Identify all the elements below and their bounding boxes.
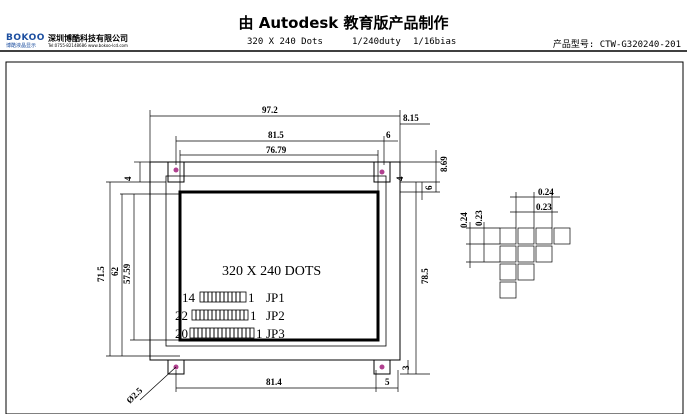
bezel-outline [165,175,387,347]
dim-right-gap: 6 [386,130,391,140]
connector-name: JP3 [266,326,285,341]
dim-right-small: 6 [424,185,434,190]
dimension-lines [106,110,440,401]
dim-left-tab: 4 [123,176,133,181]
connector-jp3: 20 1 JP3 [175,326,285,341]
pixel-v-pitch: 0.24 [459,212,469,228]
connector-name: JP2 [266,308,285,323]
dim-mount-offset: 8.15 [403,113,419,123]
dim-hole: Ø2.5 [124,385,144,405]
mount-tab-tr [373,161,391,183]
brand-logo-subtitle: 博酷液晶显示 [6,43,37,49]
module-outline [149,161,401,375]
dim-height-mid: 62 [110,267,120,277]
connector-jp2: 22 1 JP2 [175,308,285,323]
spec-duty: 1/240duty [352,37,401,47]
dim-bottom-width: 81.4 [266,377,282,387]
dim-width-mid: 81.5 [268,130,284,140]
dim-right-tab: 4 [395,176,405,181]
mount-tab-br [373,359,391,375]
spec-dots: 320 X 240 Dots [247,37,323,47]
mount-hole-icon [379,169,385,175]
drawing-title: 由 Autodesk 教育版产品制作 [238,14,449,32]
pixel-detail [466,192,571,299]
connector-pin-start: 22 [175,308,188,323]
mount-hole-icon [173,167,179,173]
pixel-v-size: 0.23 [474,210,484,226]
dim-bottom-small: 3 [401,365,411,370]
connector-pin-end: 1 [248,290,255,305]
pixel-pitch: 0.24 [538,187,554,197]
dim-bottom-gap: 5 [385,377,390,387]
dim-view-height: 57.59 [122,263,132,284]
mount-hole-icon [379,364,385,370]
company-name: 深圳博酷科技有限公司 [48,34,128,43]
screen-resolution-label: 320 X 240 DOTS [222,264,321,279]
dim-top-mount: 8.69 [439,156,449,172]
connector-pin-end: 1 [256,326,263,341]
pcb-outline [149,161,401,361]
connector-pins-icon [199,291,247,303]
brand-logo: BOKOO [6,33,45,43]
connector-pin-end: 1 [250,308,257,323]
spec-bias: 1/16bias [413,37,457,47]
dim-view-width: 76.79 [266,145,287,155]
dim-height-total: 71.5 [96,266,106,282]
dim-width-total: 97.2 [262,105,278,115]
company-contact: Tel:0755-82148686 www.bokoo-lcd.com [48,43,128,48]
model-number: 产品型号: CTW-G320240-201 [552,40,681,50]
dim-right-height: 78.5 [420,268,430,284]
title-block: BOKOO 博酷液晶显示 深圳博酷科技有限公司 Tel:0755-8214868… [0,0,687,56]
connector-jp1: 14 1 JP1 [182,290,285,305]
connector-pin-start: 14 [182,290,196,305]
viewing-area [178,190,380,342]
sheet-frame [5,61,684,414]
pixel-size: 0.23 [536,202,552,212]
connector-name: JP1 [266,290,285,305]
connector-pin-start: 20 [175,326,188,341]
